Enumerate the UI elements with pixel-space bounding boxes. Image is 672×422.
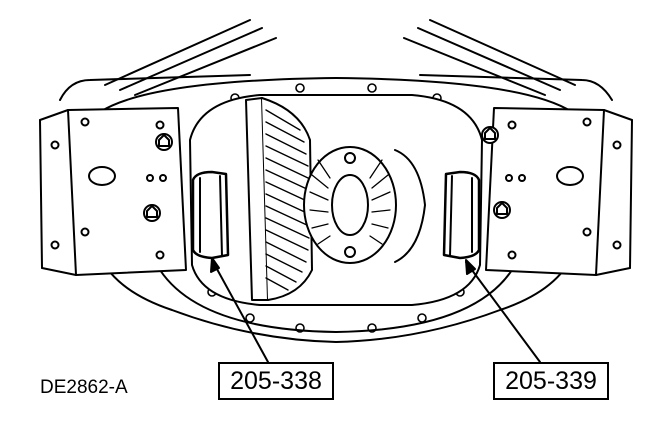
right-mounting-plate xyxy=(481,107,633,276)
figure-id-label: DE2862-A xyxy=(40,377,128,398)
callout-label-right: 205-339 xyxy=(493,362,609,400)
axle-housing-lines xyxy=(59,19,613,101)
left-bearing-cup xyxy=(191,170,230,260)
leader-arrows xyxy=(210,257,541,363)
differential-case xyxy=(303,146,426,264)
right-bearing-cup xyxy=(442,170,481,260)
ring-gear xyxy=(245,97,313,301)
left-mounting-plate xyxy=(39,107,187,276)
callout-label-left: 205-338 xyxy=(218,362,334,400)
